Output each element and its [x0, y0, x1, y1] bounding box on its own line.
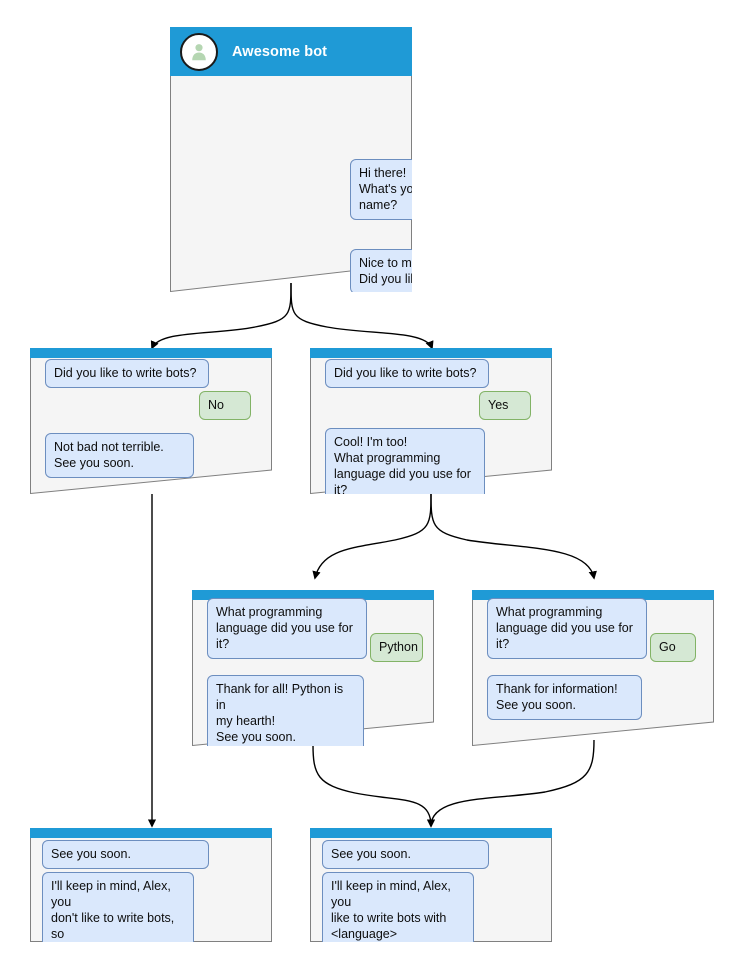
card-end-happy-header — [310, 828, 552, 838]
card-answer-go-body: What programming language did you use fo… — [472, 590, 714, 746]
message-bot-keep-in-mind-sad: I'll keep in mind, Alex, you don't like … — [42, 872, 194, 942]
edge-yes-to-go — [430, 491, 597, 580]
card-end-sad[interactable]: See you soon. I'll keep in mind, Alex, y… — [30, 828, 272, 942]
message-bot-greeting: Hi there! What's your name? — [350, 159, 412, 220]
edge-python-to-end-happy — [312, 744, 436, 828]
card-answer-yes[interactable]: Did you like to write bots? Yes Cool! I'… — [310, 348, 552, 494]
message-user-go: Go — [650, 633, 696, 662]
message-bot-keep-in-mind-happy: I'll keep in mind, Alex, you like to wri… — [322, 872, 474, 942]
card-answer-python[interactable]: What programming language did you use fo… — [192, 590, 434, 746]
message-user-yes: Yes — [479, 391, 531, 420]
edge-go-to-end-happy — [426, 739, 595, 828]
card-end-happy-body: See you soon. I'll keep in mind, Alex, y… — [310, 828, 552, 942]
card-start-header: Awesome bot — [170, 27, 412, 76]
message-user-python: Python — [370, 633, 423, 662]
card-end-sad-header — [30, 828, 272, 838]
message-bot-see-you-soon: See you soon. — [322, 840, 489, 869]
message-bot-thank-info: Thank for information! See you soon. — [487, 675, 642, 720]
card-answer-python-body: What programming language did you use fo… — [192, 590, 434, 746]
message-bot-see-you-soon: See you soon. — [42, 840, 209, 869]
message-bot-q-language: What programming language did you use fo… — [487, 598, 647, 659]
edge-start-to-no — [150, 282, 292, 350]
card-answer-no-body: Did you like to write bots? No Not bad n… — [30, 348, 272, 494]
edge-start-to-yes — [290, 282, 434, 350]
card-answer-go-header — [472, 590, 714, 600]
message-bot-not-bad: Not bad not terrible. See you soon. — [45, 433, 194, 478]
message-bot-q-language: What programming language did you use fo… — [207, 598, 367, 659]
message-bot-thank-python: Thank for all! Python is in my hearth! S… — [207, 675, 364, 746]
card-start[interactable]: Awesome bot /start Hi there! What's your… — [170, 27, 412, 292]
card-answer-go[interactable]: What programming language did you use fo… — [472, 590, 714, 746]
message-user-no: No — [199, 391, 251, 420]
bot-title: Awesome bot — [232, 43, 328, 60]
card-answer-python-header — [192, 590, 434, 600]
user-avatar-icon — [180, 32, 218, 71]
card-start-body: Awesome bot /start Hi there! What's your… — [170, 27, 412, 292]
message-bot-q-write-bots: Did you like to write bots? — [325, 359, 489, 388]
card-answer-no[interactable]: Did you like to write bots? No Not bad n… — [30, 348, 272, 494]
card-end-sad-body: See you soon. I'll keep in mind, Alex, y… — [30, 828, 272, 942]
card-answer-no-header — [30, 348, 272, 358]
edge-yes-to-python — [312, 491, 432, 580]
card-answer-yes-header — [310, 348, 552, 358]
message-bot-cool-im-too: Cool! I'm too! What programming language… — [325, 428, 485, 494]
card-answer-yes-body: Did you like to write bots? Yes Cool! I'… — [310, 348, 552, 494]
message-bot-nice-to-meet: Nice to meet you, Alex! Did you like to … — [350, 249, 412, 292]
message-bot-q-write-bots: Did you like to write bots? — [45, 359, 209, 388]
card-end-happy[interactable]: See you soon. I'll keep in mind, Alex, y… — [310, 828, 552, 942]
